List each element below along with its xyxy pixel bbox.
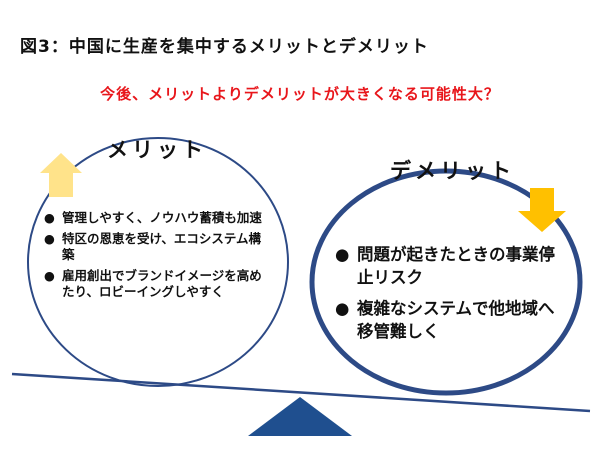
demerit-point: ● 問題が起きたときの事業停止リスク (335, 243, 560, 289)
balance-beam (11, 372, 591, 413)
bullet-icon: ● (44, 268, 55, 283)
demerit-point-text: 複雑なシステムで他地域へ移管難しく (357, 299, 555, 341)
bullet-icon: ● (44, 210, 55, 225)
demerit-heading: デメリット (390, 159, 515, 183)
demerit-point: ● 複雑なシステムで他地域へ移管難しく (335, 297, 560, 343)
figure-title-text: ：中国に生産を集中するメリットとデメリット (50, 37, 429, 57)
fulcrum-triangle (248, 397, 352, 436)
demerit-circle (309, 168, 583, 396)
merit-heading: メリット (107, 138, 207, 162)
merit-point-text: 雇用創出でブランドイメージを高めたり、ロビーイングしやすく (62, 268, 262, 299)
arrow-down-icon (518, 188, 566, 232)
merit-point: ● 雇用創出でブランドイメージを高めたり、ロビーイングしやすく (42, 268, 268, 300)
merit-circle (27, 137, 289, 387)
figure-title: 図3：中国に生産を集中するメリットとデメリット (20, 32, 429, 57)
merit-point: ● 管理しやすく、ノウハウ蓄積も加速 (42, 210, 268, 226)
arrow-up-icon (40, 153, 82, 197)
bullet-icon: ● (335, 245, 350, 264)
demerit-list: ● 問題が起きたときの事業停止リスク ● 複雑なシステムで他地域へ移管難しく (335, 243, 560, 351)
bullet-icon: ● (335, 299, 350, 318)
merit-point-text: 特区の恩恵を受け、エコシステム構築 (62, 231, 262, 262)
merit-point: ● 特区の恩恵を受け、エコシステム構築 (42, 231, 268, 263)
merit-list: ● 管理しやすく、ノウハウ蓄積も加速 ● 特区の恩恵を受け、エコシステム構築 ● 雇用… (42, 210, 268, 305)
figure-number: 図3 (20, 37, 51, 57)
merit-point-text: 管理しやすく、ノウハウ蓄積も加速 (62, 210, 262, 225)
subtitle: 今後、メリットよりデメリットが大きくなる可能性大？ (100, 85, 500, 103)
demerit-point-text: 問題が起きたときの事業停止リスク (357, 245, 555, 287)
bullet-icon: ● (44, 231, 55, 246)
